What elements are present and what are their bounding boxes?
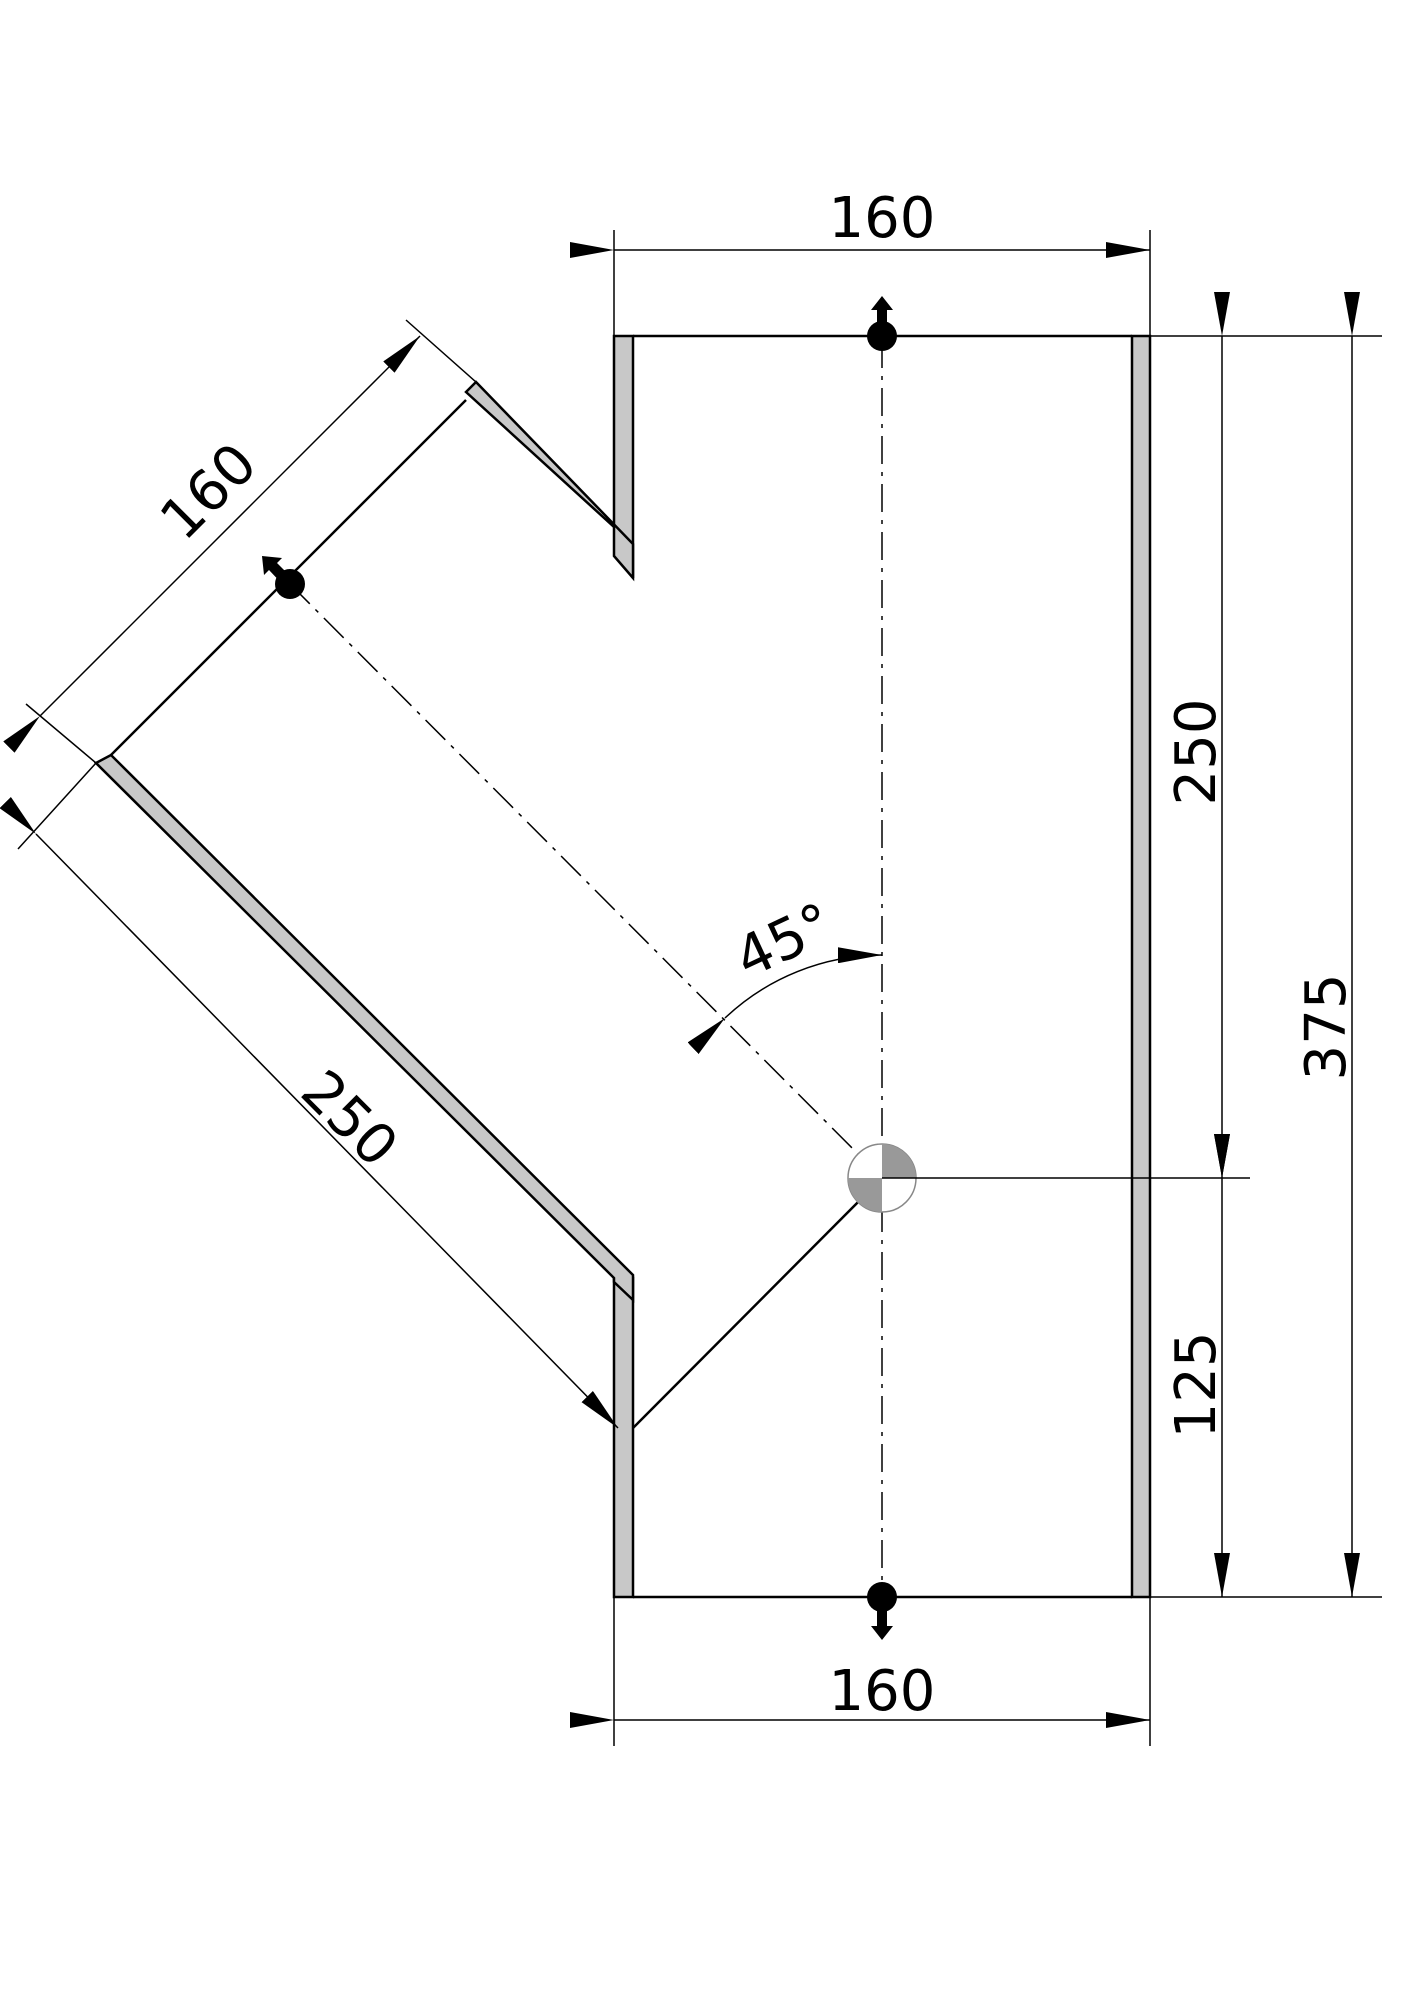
dim-text-branch-length: 250 xyxy=(288,1058,410,1180)
flow-arrow-branch xyxy=(262,556,305,599)
flow-arrow-top xyxy=(867,296,897,351)
dim-text-total-height: 375 xyxy=(1294,974,1359,1081)
dim-text-lower-height: 125 xyxy=(1164,1332,1229,1439)
main-pipe-left-wall-lower xyxy=(612,1276,635,1599)
branch-lower-wall xyxy=(93,753,635,1303)
dim-text-upper-height: 250 xyxy=(1164,699,1229,806)
centre-lines xyxy=(289,340,883,1595)
main-pipe-right-wall xyxy=(1130,334,1152,1599)
dimension-lines xyxy=(0,242,1360,1728)
dim-text-branch-width: 160 xyxy=(148,431,270,553)
flow-arrow-bottom xyxy=(867,1582,897,1640)
dim-arc-angle xyxy=(687,947,883,1055)
dim-line-branch-width xyxy=(3,335,421,753)
branch-axis-centre-line xyxy=(289,583,883,1179)
pipe-body xyxy=(93,334,1152,1599)
dim-text-top-width: 160 xyxy=(829,186,936,251)
branch-intersection-line xyxy=(632,1177,883,1429)
dim-line-branch-length xyxy=(0,796,619,1429)
dim-text-angle: 45° xyxy=(725,891,842,992)
branch-upper-wall xyxy=(464,380,635,582)
dim-text-bottom-width: 160 xyxy=(829,1659,936,1724)
